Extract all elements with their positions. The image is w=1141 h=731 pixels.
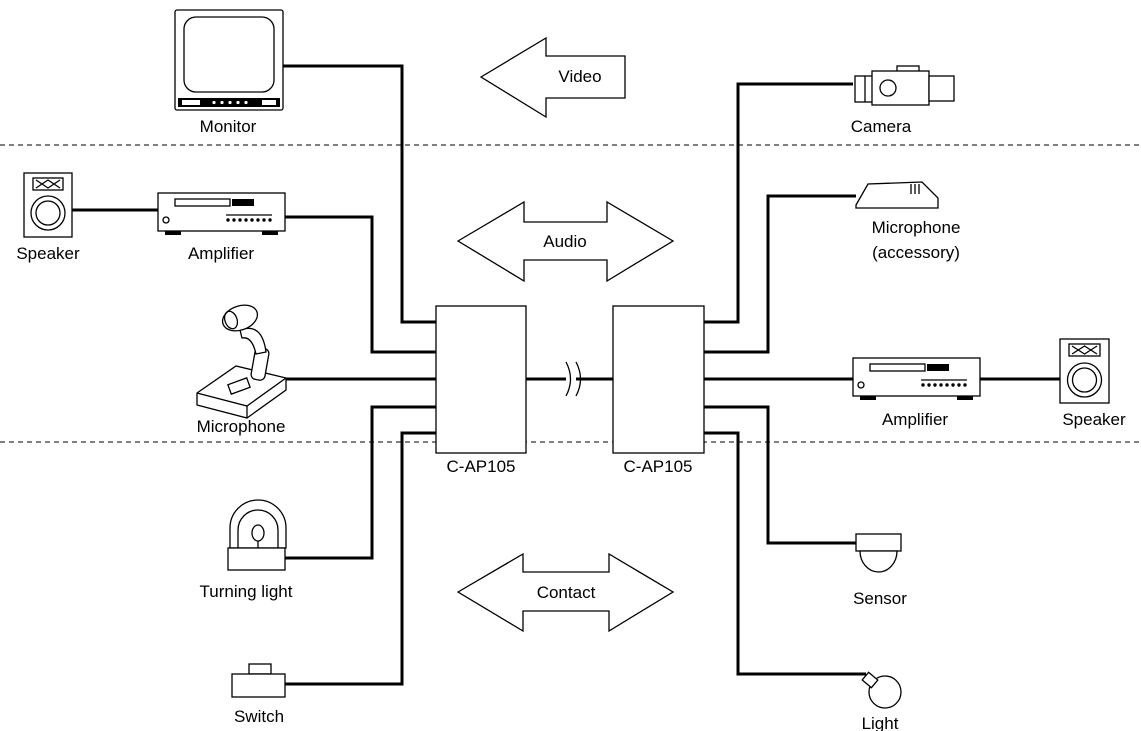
wire-monitor [283, 64, 436, 324]
wire-switch [285, 431, 436, 686]
wire-light [704, 431, 866, 676]
sensor-label: Sensor [853, 589, 907, 608]
unit-left-label: C-AP105 [447, 457, 516, 476]
wire-microphone-accessory [704, 194, 856, 354]
speaker-left-icon [23, 172, 73, 238]
video-label: Video [558, 67, 601, 86]
light-label: Light [862, 714, 899, 731]
sensor-icon [855, 533, 902, 573]
monitor-label: Monitor [200, 117, 257, 136]
speaker-right-icon [1059, 338, 1110, 404]
wires [72, 64, 1060, 686]
turning-light-icon [227, 499, 287, 571]
amplifier-right-icon [852, 357, 981, 400]
microphone-accessory-label-1: Microphone [872, 218, 961, 237]
microphone-accessory-label-2: (accessory) [872, 243, 960, 262]
camera-icon [854, 65, 955, 106]
audio-label: Audio [543, 232, 586, 251]
monitor-icon [174, 9, 284, 111]
amplifier-left-icon [157, 192, 286, 235]
amplifier-right-label: Amplifier [882, 410, 948, 429]
speaker-left-label: Speaker [16, 244, 80, 263]
contact-arrow: Contact [456, 552, 675, 633]
amplifier-left-label: Amplifier [188, 244, 254, 263]
wire-camera [704, 82, 853, 324]
switch-icon [231, 663, 286, 698]
line-break-mark [565, 361, 582, 397]
audio-arrow: Audio [456, 200, 675, 283]
unit-right-box [612, 305, 705, 454]
wire-turning-light [285, 405, 436, 560]
switch-label: Switch [234, 707, 284, 726]
video-arrow: Video [479, 36, 626, 119]
camera-label: Camera [851, 117, 912, 136]
contact-label: Contact [537, 583, 596, 602]
turning-light-label: Turning light [200, 582, 293, 601]
microphone-accessory-icon [855, 181, 939, 209]
microphone-desk-label: Microphone [197, 417, 286, 436]
microphone-desk-icon [196, 304, 287, 419]
light-icon [861, 671, 902, 709]
wire-amplifier-left [285, 215, 436, 354]
unit-right-label: C-AP105 [624, 457, 693, 476]
unit-left-box [435, 305, 527, 454]
speaker-right-label: Speaker [1062, 410, 1126, 429]
wire-sensor [704, 405, 856, 545]
